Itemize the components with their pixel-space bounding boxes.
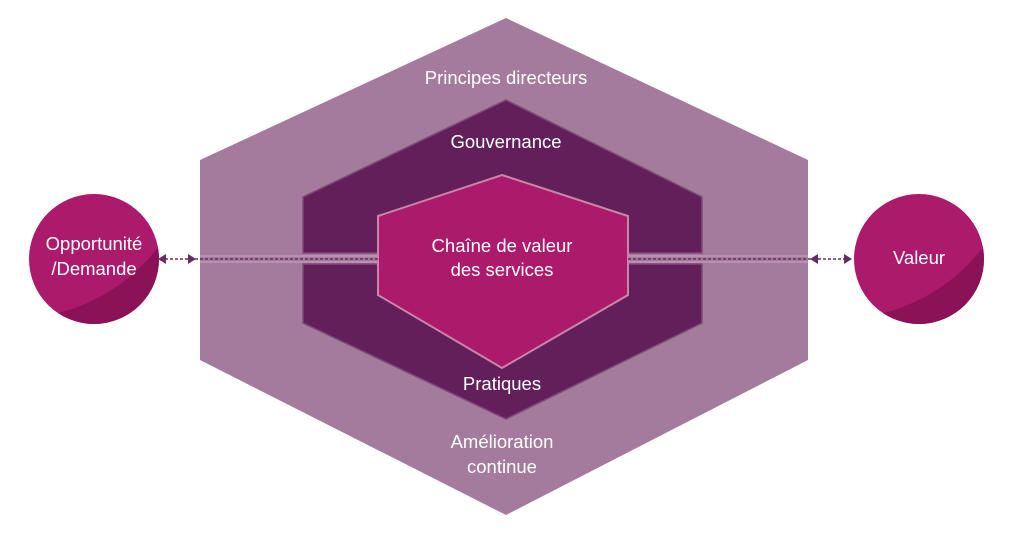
governance-label: Gouvernance [450,131,561,152]
service-value-chain-label-line2: des services [451,259,554,280]
inner-hexagon [377,173,629,370]
left-arrowhead-outward [158,254,166,264]
opportunity-label: Opportunité [46,233,143,254]
value-label: Valeur [893,247,945,268]
service-value-chain-label-line1: Chaîne de valeur [432,235,573,256]
practices-label: Pratiques [463,373,541,394]
left-arrowhead-inward [188,254,196,264]
value-circle: Valeur [854,194,984,324]
opportunity-demand-circle: Opportunité /Demande [29,194,159,324]
right-arrowhead-inward [810,254,818,264]
continual-improvement-label-line1: Amélioration [451,431,554,452]
demand-label: /Demande [51,258,136,279]
continual-improvement-label-line2: continue [467,456,537,477]
guiding-principles-label: Principes directeurs [425,67,587,88]
right-arrowhead-outward [844,254,852,264]
